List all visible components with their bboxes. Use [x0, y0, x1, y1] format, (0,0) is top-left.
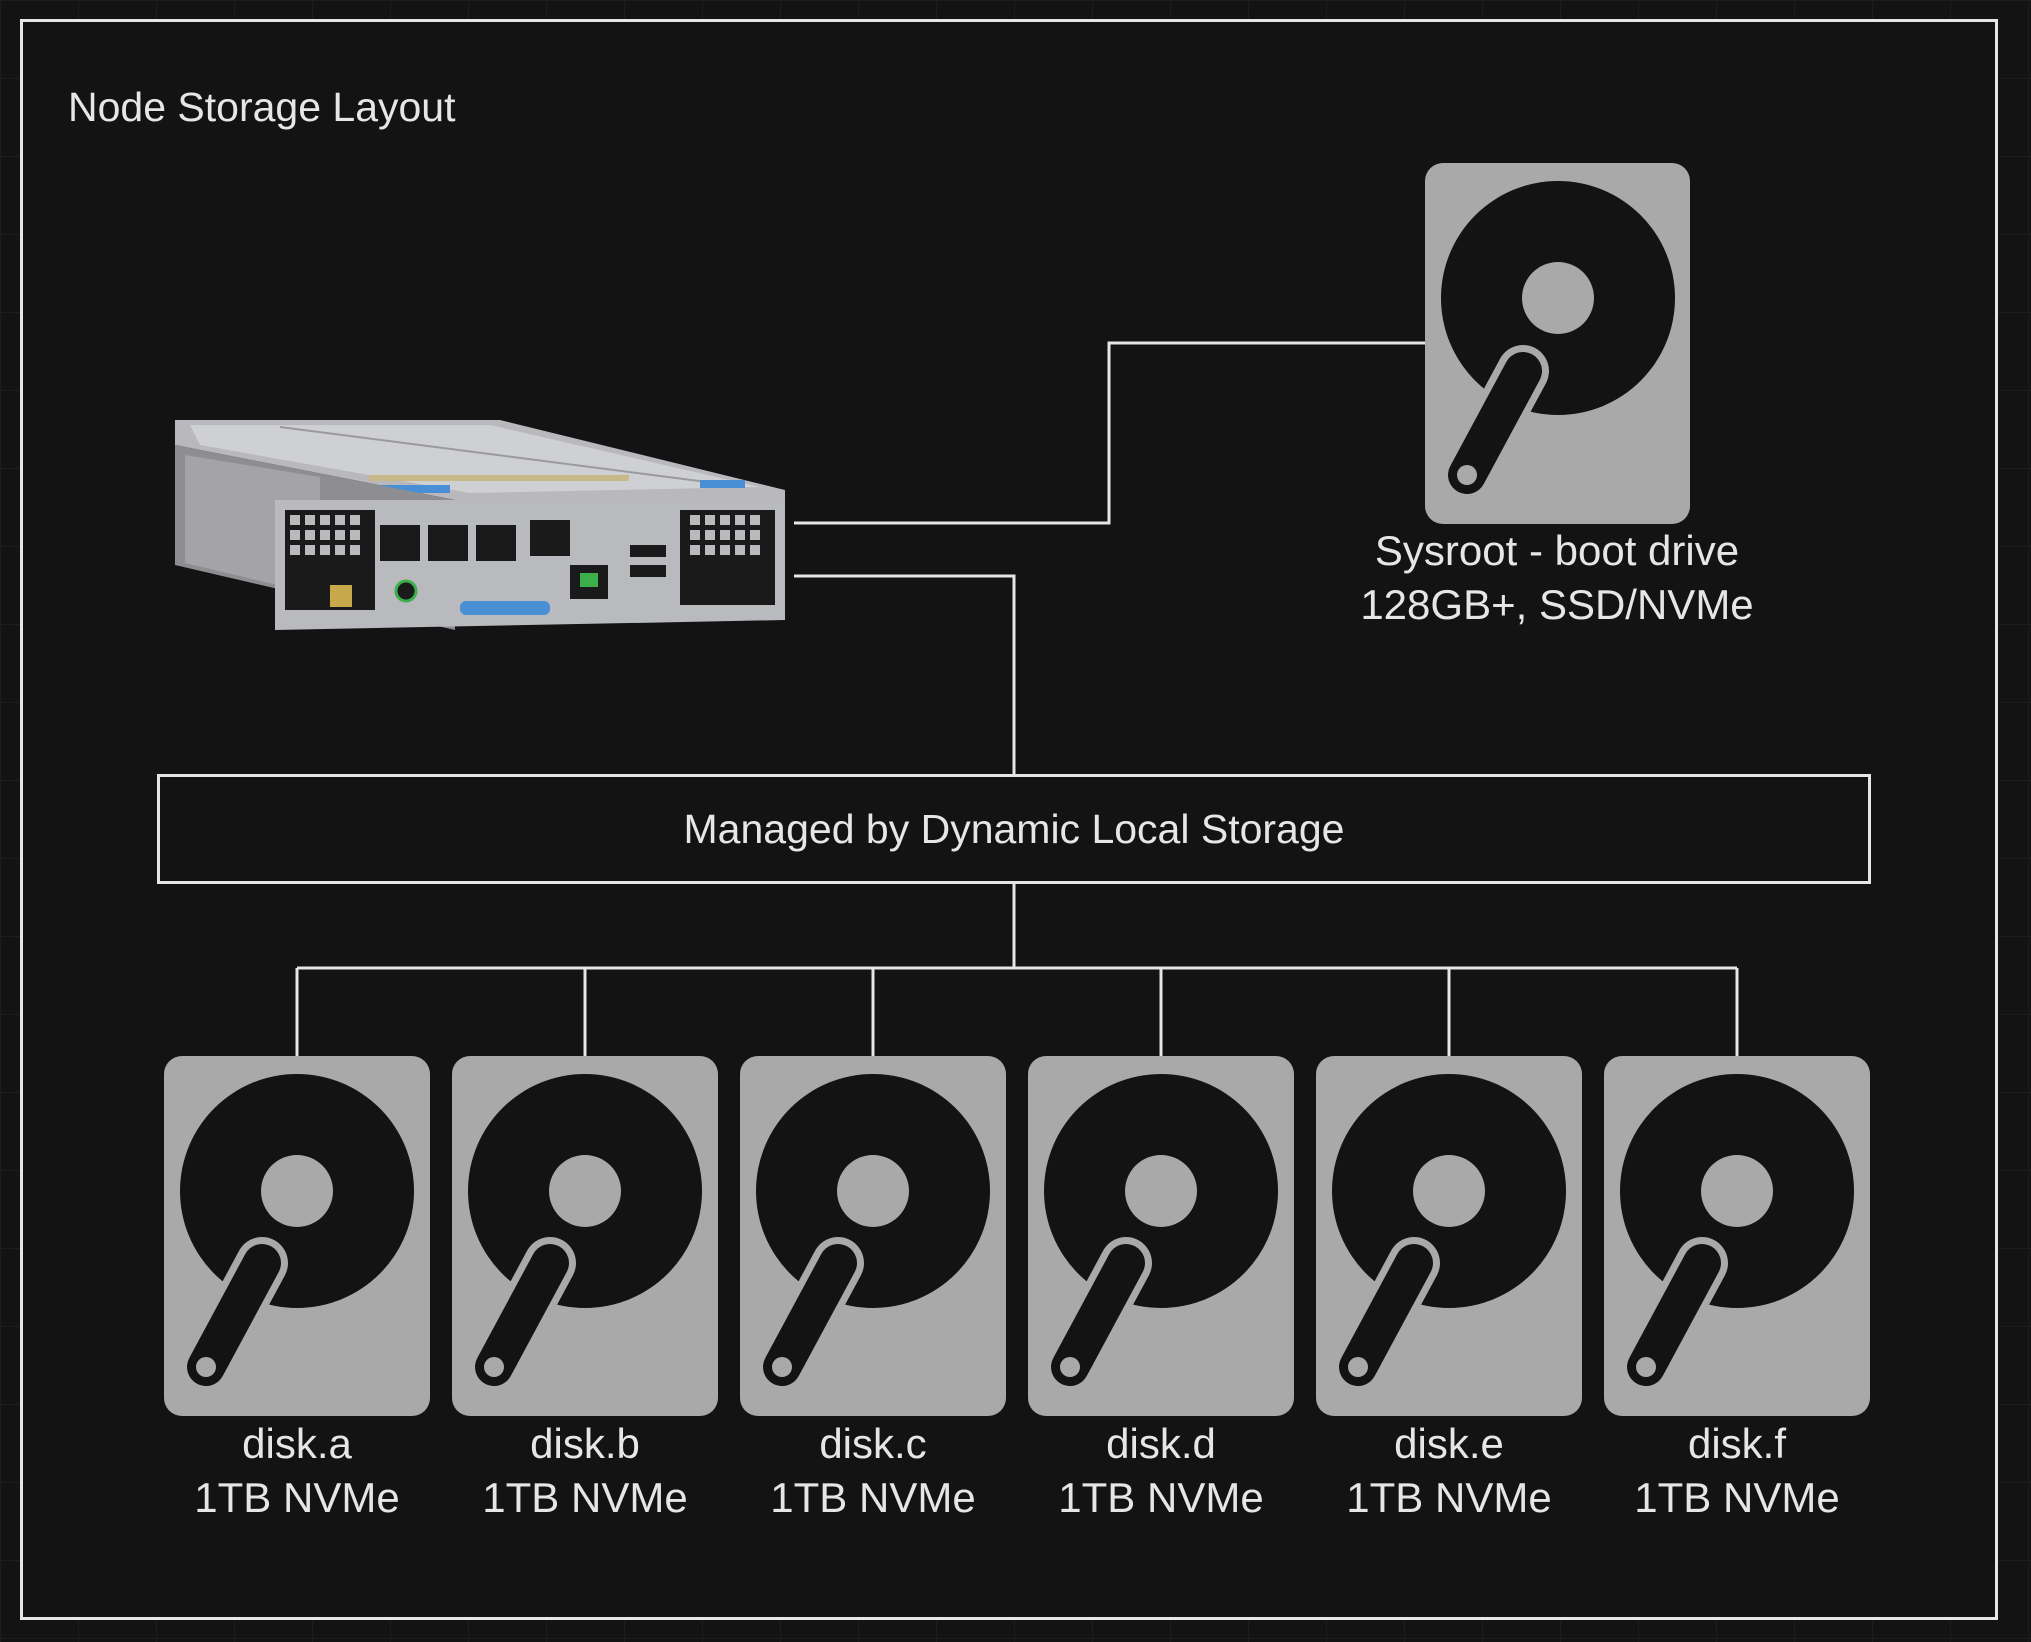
disk-c-name: disk.c — [819, 1420, 927, 1467]
disk-a-spec: 1TB NVMe — [194, 1474, 400, 1521]
boot-drive-icon — [1425, 163, 1690, 524]
disk-e-icon — [1316, 1056, 1582, 1416]
disk-e-name: disk.e — [1394, 1420, 1504, 1467]
connector-server-to-boot-drive — [794, 341, 1425, 525]
disk-d-spec: 1TB NVMe — [1058, 1474, 1264, 1521]
disk-a-name: disk.a — [242, 1420, 352, 1467]
boot-drive-name: Sysroot - boot drive — [1374, 527, 1740, 574]
disk-f-label: disk.f 1TB NVMe — [1587, 1417, 1887, 1525]
disk-b-icon — [452, 1056, 718, 1416]
disk-a-label: disk.a 1TB NVMe — [147, 1417, 447, 1525]
diagram-title: Node Storage Layout — [68, 84, 456, 130]
disk-d-label: disk.d 1TB NVMe — [1011, 1417, 1311, 1525]
dynamic-local-storage-box: Managed by Dynamic Local Storage — [157, 774, 1871, 884]
disk-a-icon — [164, 1056, 430, 1416]
boot-drive-label: Sysroot - boot drive 128GB+, SSD/NVMe — [1307, 524, 1807, 632]
disk-c-spec: 1TB NVMe — [770, 1474, 976, 1521]
disk-c-label: disk.c 1TB NVMe — [723, 1417, 1023, 1525]
disk-c-icon — [740, 1056, 1006, 1416]
disk-f-icon — [1604, 1056, 1870, 1416]
disk-b-label: disk.b 1TB NVMe — [435, 1417, 735, 1525]
connector-server-to-dls — [794, 574, 1016, 774]
server-node-icon — [175, 420, 785, 630]
disk-b-spec: 1TB NVMe — [482, 1474, 688, 1521]
dynamic-local-storage-label: Managed by Dynamic Local Storage — [683, 805, 1345, 852]
disk-d-icon — [1028, 1056, 1294, 1416]
disk-e-label: disk.e 1TB NVMe — [1299, 1417, 1599, 1525]
disk-f-spec: 1TB NVMe — [1634, 1474, 1840, 1521]
disk-b-name: disk.b — [530, 1420, 640, 1467]
disk-e-spec: 1TB NVMe — [1346, 1474, 1552, 1521]
boot-drive-spec: 128GB+, SSD/NVMe — [1360, 581, 1754, 628]
disk-f-name: disk.f — [1687, 1420, 1787, 1467]
disk-d-name: disk.d — [1106, 1420, 1216, 1467]
